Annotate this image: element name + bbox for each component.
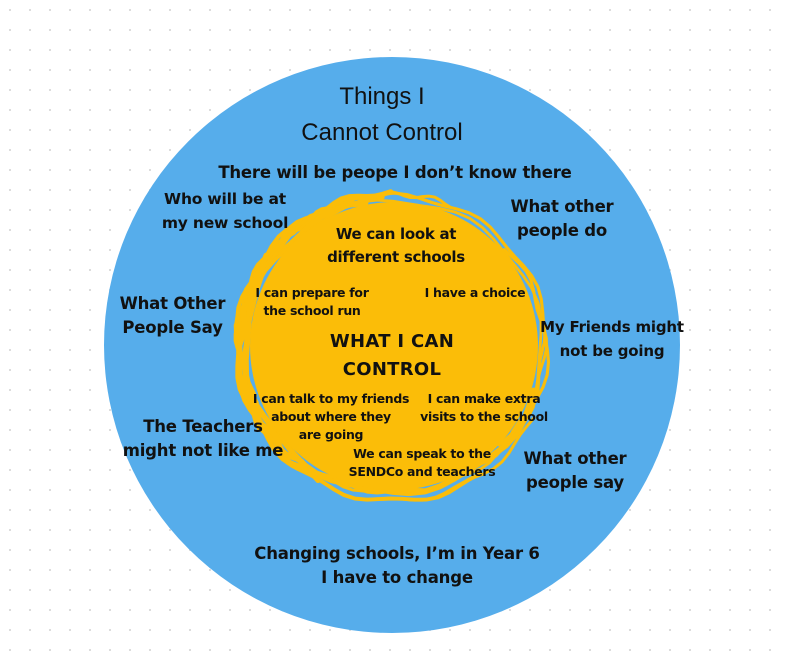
outer-item: What Other People Say — [119, 294, 226, 337]
outer-item: There will be peope I don’t know there — [218, 163, 572, 182]
outer-item: What other people say — [523, 449, 627, 492]
outer-item: Who will be at my new school — [161, 190, 289, 232]
inner-item: I can prepare for the school run — [255, 285, 369, 318]
scribble-stroke — [332, 248, 548, 496]
inner-item: I have a choice — [424, 285, 526, 300]
inner-circle-scribble — [233, 189, 551, 502]
scribble-stroke — [236, 268, 309, 469]
outer-item: My Friends might not be going — [540, 318, 684, 360]
outer-title: Things I Cannot Control — [301, 83, 463, 146]
outer-item: Changing schools, I’m in Year 6 I have t… — [254, 544, 540, 587]
outer-item: The Teachers might not like me — [122, 417, 284, 460]
inner-item: We can speak to the SENDCo and teachers — [348, 446, 496, 479]
inner-title: WHAT I CAN CONTROL — [329, 331, 455, 380]
inner-circle — [250, 202, 538, 490]
inner-item: I can talk to my friends about where the… — [252, 391, 410, 442]
outer-item: What other people do — [510, 197, 614, 240]
inner-item: We can look at different schools — [327, 225, 465, 266]
inner-item: I can make extra visits to the school — [420, 391, 548, 424]
